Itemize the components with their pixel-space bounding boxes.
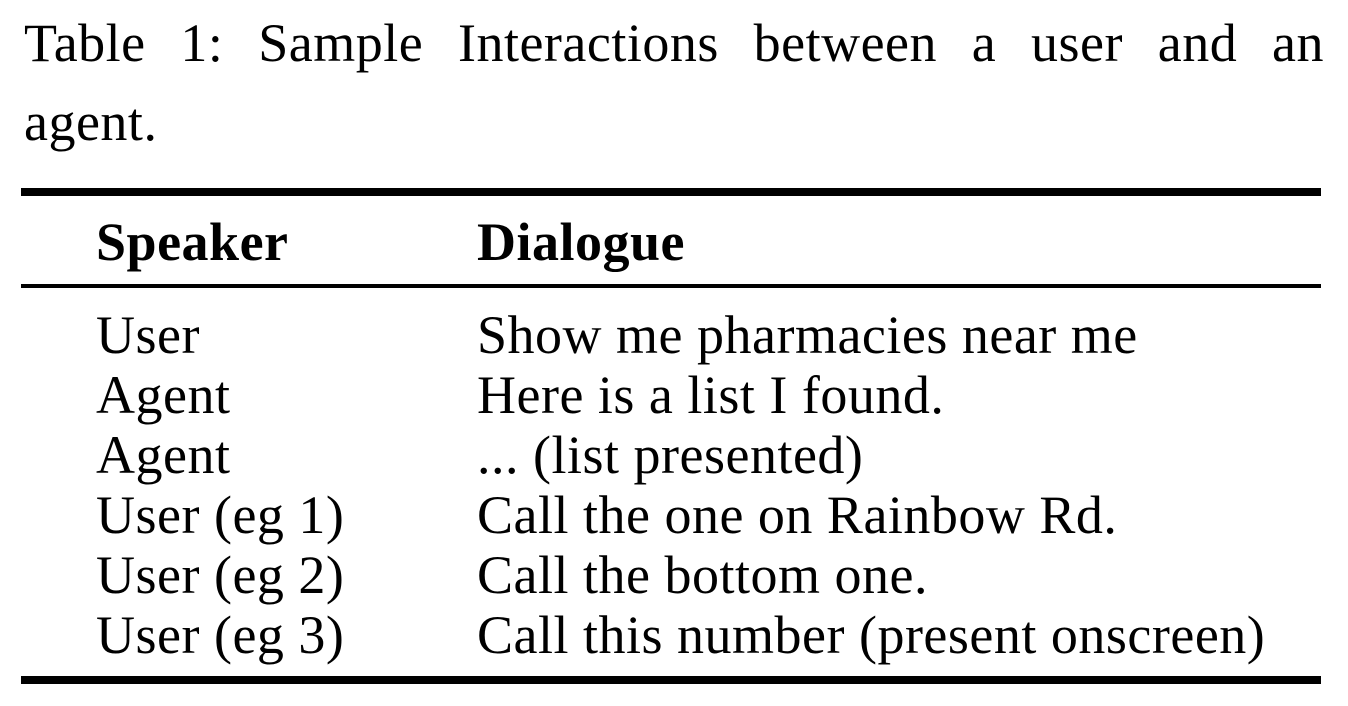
table-header-row: Speaker Dialogue bbox=[21, 196, 1321, 284]
table-row: User (eg 3) Call this number (present on… bbox=[96, 605, 1321, 665]
table-caption: Table 1: Sample Interactions between a u… bbox=[24, 4, 1324, 162]
speaker-cell: User (eg 3) bbox=[96, 605, 345, 665]
table-rule-mid bbox=[21, 284, 1321, 288]
table-row: Agent Here is a list I found. bbox=[96, 365, 1321, 425]
speaker-cell: Agent bbox=[96, 425, 231, 485]
table-body: User Show me pharmacies near me Agent He… bbox=[21, 288, 1321, 676]
dialogue-cell: Call the one on Rainbow Rd. bbox=[477, 485, 1118, 545]
column-header-dialogue: Dialogue bbox=[477, 212, 686, 272]
table-row: User (eg 1) Call the one on Rainbow Rd. bbox=[96, 485, 1321, 545]
speaker-cell: User (eg 2) bbox=[96, 545, 345, 605]
sample-interactions-table: Speaker Dialogue User Show me pharmacies… bbox=[21, 188, 1321, 684]
dialogue-cell: Show me pharmacies near me bbox=[477, 305, 1138, 365]
dialogue-cell: Here is a list I found. bbox=[477, 365, 945, 425]
speaker-cell: User bbox=[96, 305, 200, 365]
dialogue-cell: ... (list presented) bbox=[477, 425, 864, 485]
dialogue-cell: Call the bottom one. bbox=[477, 545, 928, 605]
speaker-cell: Agent bbox=[96, 365, 231, 425]
speaker-cell: User (eg 1) bbox=[96, 485, 345, 545]
table-row: User (eg 2) Call the bottom one. bbox=[96, 545, 1321, 605]
table-caption-line-1: Table 1: Sample Interactions between a u… bbox=[24, 13, 1324, 73]
column-header-speaker: Speaker bbox=[96, 212, 289, 272]
table-row: User Show me pharmacies near me bbox=[96, 305, 1321, 365]
dialogue-cell: Call this number (present onscreen) bbox=[477, 605, 1266, 665]
table-row: Agent ... (list presented) bbox=[96, 425, 1321, 485]
table-caption-line-2: agent. bbox=[24, 92, 158, 152]
table-rule-bottom bbox=[21, 676, 1321, 684]
table-rule-top bbox=[21, 188, 1321, 196]
